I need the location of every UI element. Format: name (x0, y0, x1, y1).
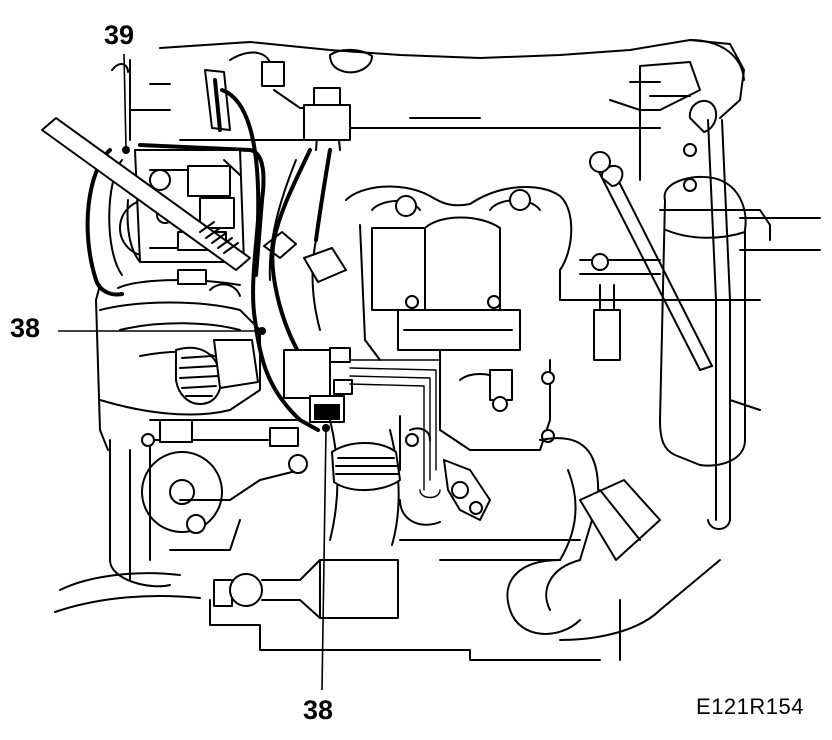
leader-39 (123, 53, 127, 149)
sensor-bracket (41, 117, 251, 285)
manifold (345, 151, 691, 526)
leader-lines (58, 53, 330, 691)
callout-38-left: 38 (10, 313, 41, 343)
wiring-harness (204, 48, 373, 432)
hoses (99, 301, 661, 635)
callout-38-bottom: 38 (303, 695, 334, 725)
figure-reference: E121R154 (696, 694, 804, 719)
bolts (111, 63, 481, 534)
leader-38-bottom (321, 429, 327, 691)
callout-39: 39 (104, 20, 135, 50)
